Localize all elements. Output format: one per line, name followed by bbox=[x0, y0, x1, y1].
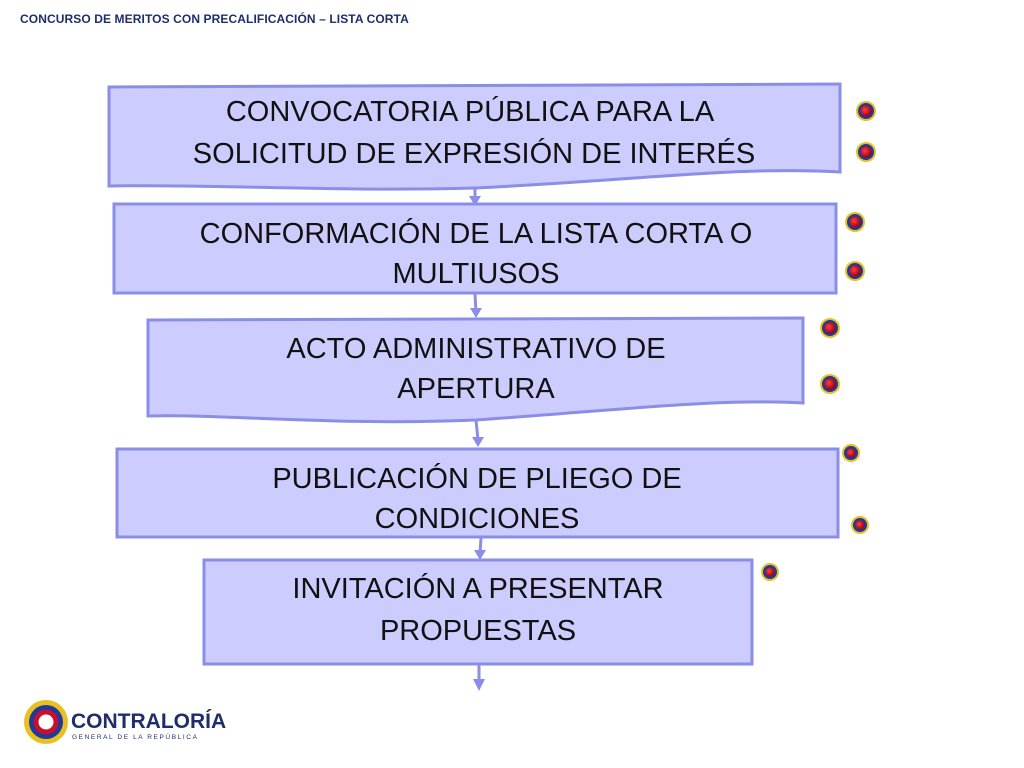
bullet-icon bbox=[820, 374, 840, 394]
arrow-2-3 bbox=[470, 293, 482, 318]
step-5-line-1: INVITACIÓN A PRESENTAR bbox=[292, 572, 663, 605]
step-5-box: INVITACIÓN A PRESENTAR PROPUESTAS bbox=[202, 558, 754, 666]
bullet-icon bbox=[842, 444, 860, 462]
connector-arrows bbox=[469, 186, 486, 691]
step-1-line-1: CONVOCATORIA PÚBLICA PARA LA bbox=[226, 95, 715, 128]
step-1-box: CONVOCATORIA PÚBLICA PARA LA SOLICITUD D… bbox=[107, 82, 842, 191]
logo-name: CONTRALORÍA bbox=[71, 710, 226, 733]
bullet-icon bbox=[856, 101, 876, 121]
bullet-icon bbox=[761, 563, 779, 581]
step-1-line-2: SOLICITUD DE EXPRESIÓN DE INTERÉS bbox=[193, 137, 755, 170]
bullet-icons bbox=[761, 101, 876, 581]
step-2-line-1: CONFORMACIÓN DE LA LISTA CORTA O bbox=[200, 217, 753, 250]
arrow-5-end bbox=[473, 664, 485, 691]
bullet-icon bbox=[851, 516, 869, 534]
bullet-icon bbox=[845, 212, 865, 232]
contraloria-logo: CONTRALORÍA GENERAL DE LA REPÚBLICA bbox=[24, 700, 226, 744]
logo-subtitle: GENERAL DE LA REPÚBLICA bbox=[72, 732, 199, 741]
step-3-box: ACTO ADMINISTRATIVO DE APERTURA bbox=[146, 316, 805, 424]
slide-header-title: CONCURSO DE MERITOS CON PRECALIFICACIÓN … bbox=[20, 12, 409, 26]
step-3-line-1: ACTO ADMINISTRATIVO DE bbox=[286, 333, 665, 365]
step-2-box: CONFORMACIÓN DE LA LISTA CORTA O MULTIUS… bbox=[112, 202, 838, 295]
arrow-3-4 bbox=[472, 419, 484, 447]
step-2-line-2: MULTIUSOS bbox=[392, 258, 559, 290]
bullet-icon bbox=[820, 318, 840, 338]
bullet-icon bbox=[856, 142, 876, 162]
arrow-4-5 bbox=[474, 537, 486, 560]
bullet-icon bbox=[845, 261, 865, 281]
step-4-box: PUBLICACIÓN DE PLIEGO DE CONDICIONES bbox=[115, 447, 840, 539]
step-4-line-1: PUBLICACIÓN DE PLIEGO DE bbox=[272, 462, 681, 495]
step-4-line-2: CONDICIONES bbox=[375, 503, 580, 535]
step-3-line-2: APERTURA bbox=[397, 373, 555, 405]
step-5-line-2: PROPUESTAS bbox=[380, 615, 576, 647]
